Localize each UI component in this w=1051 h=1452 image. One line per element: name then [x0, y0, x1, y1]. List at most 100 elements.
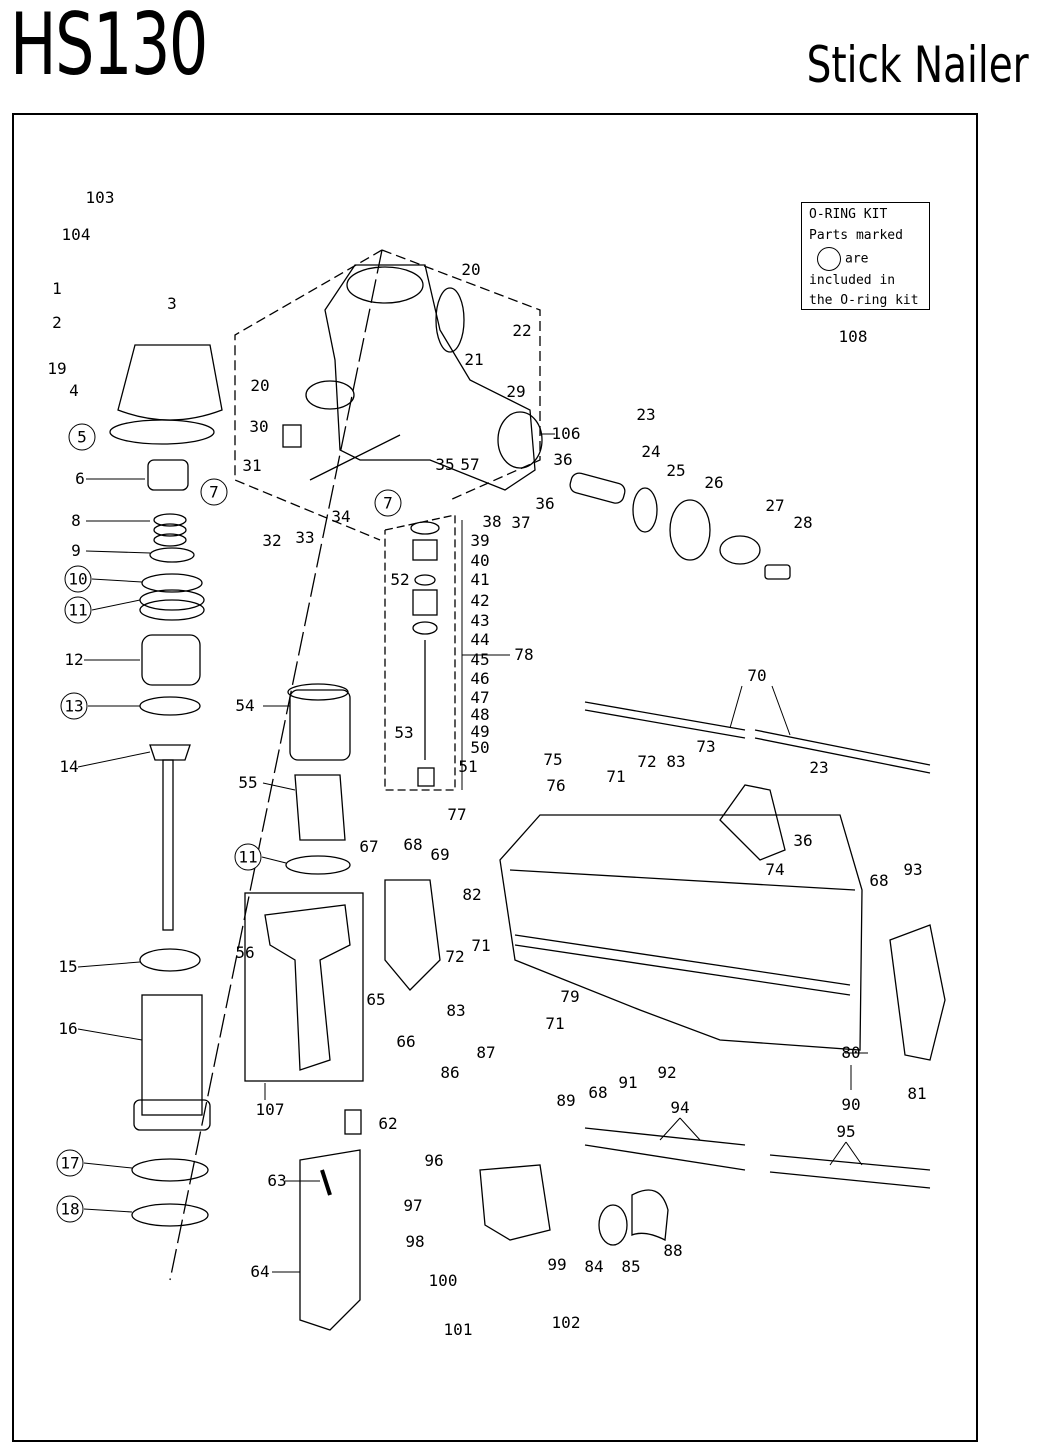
part-label-12: 12 — [64, 650, 84, 669]
part-label-100: 100 — [428, 1271, 458, 1290]
part-24 — [569, 472, 626, 504]
part-label-41: 41 — [470, 570, 490, 589]
part-label-78: 78 — [514, 645, 534, 664]
part-label-49: 49 — [470, 722, 490, 741]
part-label-36: 36 — [535, 494, 555, 513]
part-label-96: 96 — [424, 1151, 444, 1170]
part-label-2: 2 — [52, 313, 62, 332]
part-label-23: 23 — [809, 758, 829, 777]
part-label-68: 68 — [588, 1083, 608, 1102]
part-label-15: 15 — [58, 957, 78, 976]
leader-lines — [77, 433, 868, 1273]
part-label-53: 53 — [394, 723, 414, 742]
part-label-25: 25 — [666, 461, 686, 480]
part-label-46: 46 — [470, 669, 490, 688]
o-ring-kit-line1: Parts marked — [809, 227, 903, 243]
part-label-80: 80 — [841, 1043, 861, 1062]
part-label-20: 20 — [250, 376, 270, 395]
part-label-107: 107 — [255, 1100, 285, 1119]
part-label-81: 81 — [907, 1084, 927, 1103]
part-label-72: 72 — [637, 752, 657, 771]
part-label-71: 71 — [606, 767, 626, 786]
part-20-left — [305, 380, 355, 410]
part-label-52: 52 — [390, 570, 410, 589]
part-label-82: 82 — [462, 885, 482, 904]
part-label-11: 11 — [234, 843, 262, 871]
part-label-34: 34 — [331, 507, 351, 526]
part-label-31: 31 — [242, 456, 262, 475]
part-label-75: 75 — [543, 750, 563, 769]
part-label-88: 88 — [663, 1241, 683, 1260]
part-label-65: 65 — [366, 990, 386, 1009]
part-64 — [299, 1149, 361, 1331]
part-label-18: 18 — [56, 1195, 84, 1223]
part-label-30: 30 — [249, 417, 269, 436]
part-label-69: 69 — [430, 845, 450, 864]
part-12 — [141, 634, 201, 686]
valve-group-outline — [384, 514, 456, 791]
part-73 — [719, 784, 786, 861]
part-label-21: 21 — [464, 350, 484, 369]
part-label-13: 13 — [60, 692, 88, 720]
part-label-55: 55 — [238, 773, 258, 792]
part-label-5: 5 — [68, 423, 96, 451]
part-label-17: 17 — [56, 1149, 84, 1177]
part-label-74: 74 — [765, 860, 785, 879]
circle-marker-icon — [817, 246, 841, 271]
part-label-51: 51 — [458, 757, 478, 776]
part-label-64: 64 — [250, 1262, 270, 1281]
part-label-35: 35 — [435, 455, 455, 474]
part-label-7: 7 — [374, 489, 402, 517]
part-label-40: 40 — [470, 551, 490, 570]
part-label-8: 8 — [71, 511, 81, 530]
part-label-85: 85 — [621, 1257, 641, 1276]
part-label-45: 45 — [470, 650, 490, 669]
part-label-4: 4 — [69, 381, 79, 400]
part-label-102: 102 — [551, 1313, 581, 1332]
part-label-32: 32 — [262, 531, 282, 550]
part-label-33: 33 — [295, 528, 315, 547]
part-label-71: 71 — [471, 936, 491, 955]
part-label-77: 77 — [447, 805, 467, 824]
part-label-11: 11 — [64, 596, 92, 624]
part-label-73: 73 — [696, 737, 716, 756]
part-label-10: 10 — [64, 565, 92, 593]
driver-blade-14 — [162, 759, 174, 931]
part-96 — [479, 1164, 551, 1241]
top-cap-part — [117, 344, 223, 421]
cylinder-16 — [141, 994, 203, 1116]
part-label-6: 6 — [75, 469, 85, 488]
part-label-19: 19 — [47, 359, 67, 378]
part-label-42: 42 — [470, 591, 490, 610]
driver-head — [149, 744, 191, 761]
part-label-99: 99 — [547, 1255, 567, 1274]
part-label-44: 44 — [470, 630, 490, 649]
o-ring-5 — [109, 419, 215, 445]
part-label-83: 83 — [446, 1001, 466, 1020]
part-26 — [669, 499, 711, 561]
part-label-89: 89 — [556, 1091, 576, 1110]
part-label-104: 104 — [61, 225, 91, 244]
part-label-92: 92 — [657, 1063, 677, 1082]
part-label-87: 87 — [476, 1043, 496, 1062]
part-label-20: 20 — [461, 260, 481, 279]
part-81 — [889, 924, 946, 1061]
part-label-23: 23 — [636, 405, 656, 424]
part-label-97: 97 — [403, 1196, 423, 1215]
part-54 — [289, 689, 351, 761]
part-label-91: 91 — [618, 1073, 638, 1092]
part-label-48: 48 — [470, 705, 490, 724]
body-group-outline-right — [381, 249, 541, 501]
part-label-93: 93 — [903, 860, 923, 879]
part-label-22: 22 — [512, 321, 532, 340]
part-label-14: 14 — [59, 757, 79, 776]
part-label-7: 7 — [200, 478, 228, 506]
part-67 — [384, 879, 441, 991]
part-label-90: 90 — [841, 1095, 861, 1114]
part-label-70: 70 — [747, 666, 767, 685]
part-label-39: 39 — [470, 531, 490, 550]
part-label-63: 63 — [267, 1171, 287, 1190]
part-label-86: 86 — [440, 1063, 460, 1082]
part-label-95: 95 — [836, 1122, 856, 1141]
